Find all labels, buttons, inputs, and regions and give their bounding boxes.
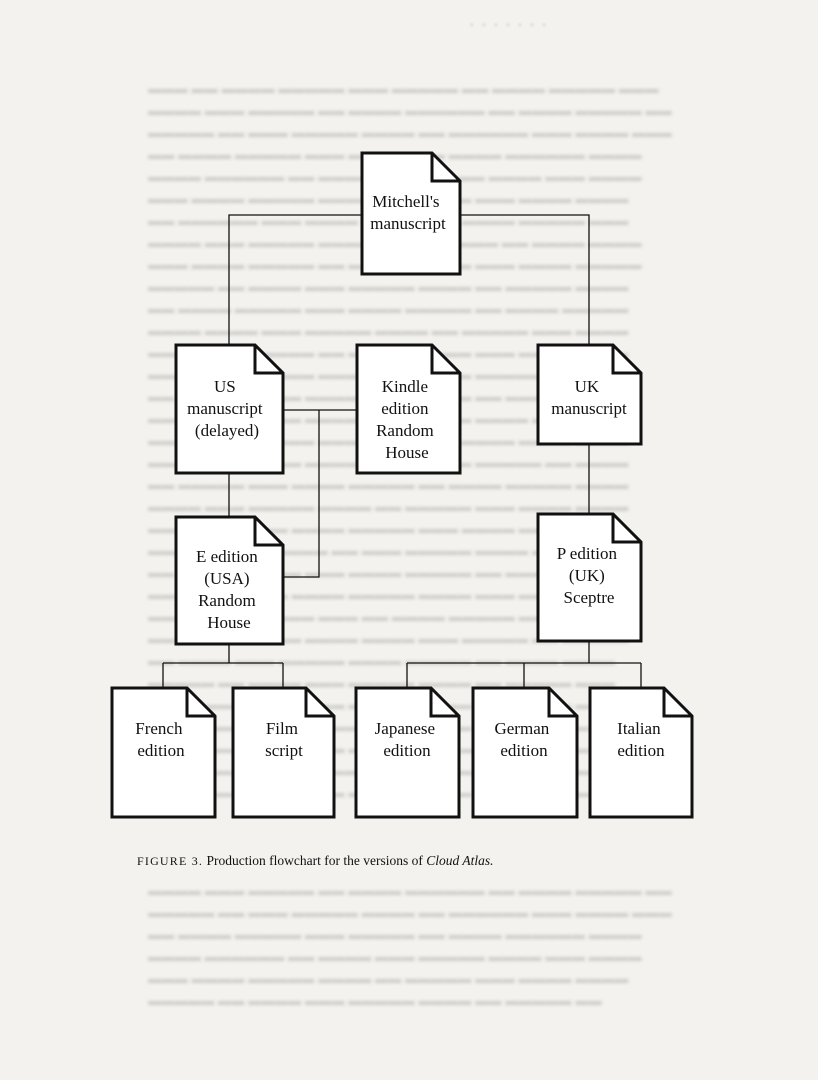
figure-caption-text: Production flowchart for the versions of <box>206 853 423 868</box>
node-e-edition-label: E edition (USA) Random House <box>196 547 262 632</box>
connector-mitchell-uk <box>460 214 590 345</box>
node-kindle-label: Kindle edition Random House <box>376 377 438 462</box>
node-french-edition: French edition <box>110 686 217 819</box>
connector-kindle-e-edition <box>283 410 320 578</box>
connector-e-edition-translations <box>162 644 284 688</box>
node-us-manuscript: US manuscript (delayed) <box>174 343 285 475</box>
node-p-edition: P edition (UK) Sceptre <box>536 512 643 643</box>
connector-mitchell-us <box>228 214 362 345</box>
node-french-label: French edition <box>135 719 186 760</box>
node-e-edition: E edition (USA) Random House <box>174 515 285 646</box>
node-film-label: Film script <box>265 719 303 760</box>
node-mitchell-label: Mitchell's manuscript <box>370 192 446 233</box>
figure-caption: FIGURE 3. Production flowchart for the v… <box>137 853 493 869</box>
running-header: ▪ ▪ ▪ ▪ ▪ ▪ ▪ <box>470 20 549 31</box>
node-us-label: US manuscript (delayed) <box>187 377 267 440</box>
node-film-script: Film script <box>231 686 336 819</box>
node-uk-manuscript: UK manuscript <box>536 343 643 446</box>
figure-label: FIGURE 3. <box>137 854 204 868</box>
node-italian-label: Italian edition <box>617 719 665 760</box>
node-p-edition-label: P edition (UK) Sceptre <box>557 544 622 607</box>
connector-p-edition-translations <box>406 641 642 688</box>
node-japanese-label: Japanese edition <box>375 719 440 760</box>
node-german-label: German edition <box>494 719 553 760</box>
node-german-edition: German edition <box>471 686 579 819</box>
node-japanese-edition: Japanese edition <box>354 686 461 819</box>
node-kindle-edition: Kindle edition Random House <box>355 343 462 475</box>
node-mitchell: Mitchell's manuscript <box>360 151 462 276</box>
figure-caption-title: Cloud Atlas. <box>426 853 494 868</box>
node-uk-label: UK manuscript <box>551 377 627 418</box>
connectors <box>162 214 642 688</box>
node-italian-edition: Italian edition <box>588 686 694 819</box>
faint-body-text-lower: ▬▬▬▬ ▬▬▬ ▬▬▬▬▬ ▬▬ ▬▬▬▬ ▬▬▬▬▬▬ ▬▬ ▬▬▬▬ ▬▬… <box>148 883 673 1008</box>
